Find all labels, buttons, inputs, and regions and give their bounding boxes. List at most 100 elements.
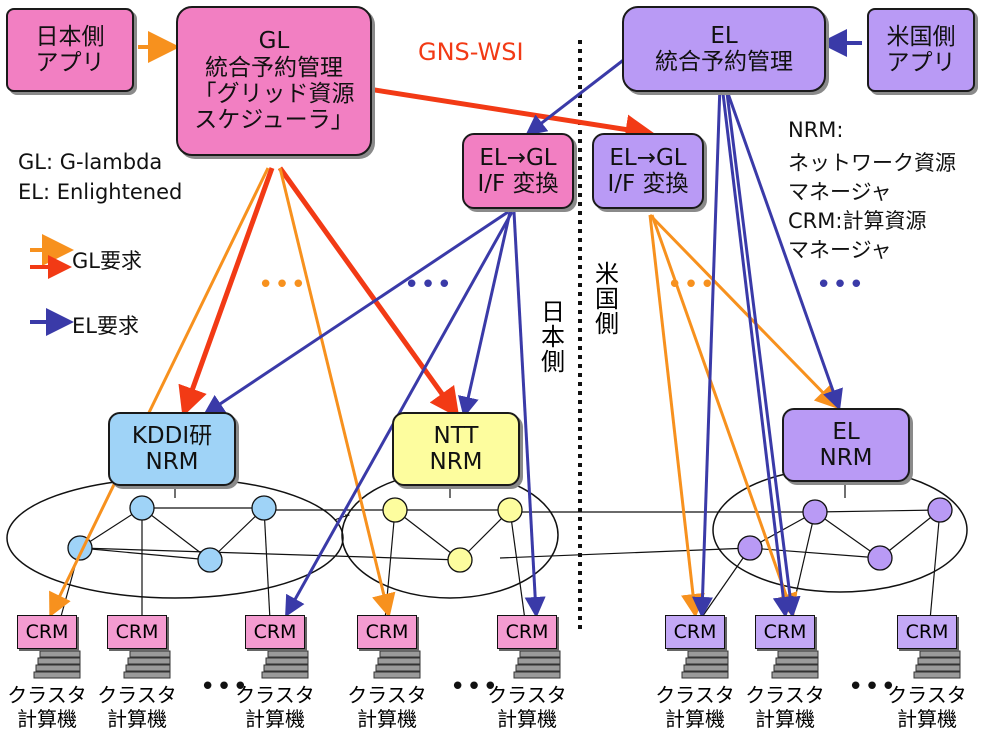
arrow-gl-to-kddi-nrm <box>178 167 275 418</box>
arrow-el-to-left-converter <box>525 53 631 136</box>
arrow-el-to-el-nrm <box>723 84 843 411</box>
left-converter-line2: I/F 変換 <box>477 171 559 197</box>
cluster-label-7: クラスタ計算機 <box>745 683 825 731</box>
note-nrm-line3: マネージャ <box>788 180 892 204</box>
legend-gl-label: GL要求 <box>72 249 142 273</box>
crm-box-1: CRM <box>17 615 77 649</box>
ellipsis-crm-3: ••• <box>848 672 898 702</box>
arrow-gl-to-crm-1 <box>49 167 270 618</box>
el-manager-box: EL 統合予約管理 <box>622 6 826 92</box>
server-icon <box>681 650 729 679</box>
inter-network-link-3 <box>79 547 461 561</box>
server-icon <box>33 650 81 679</box>
arrow-el-to-crm-7 <box>720 84 794 618</box>
network-nodes <box>67 495 953 573</box>
crm-box-5: CRM <box>497 615 557 649</box>
node-ntt-1 <box>382 497 408 523</box>
cluster-label-1: クラスタ計算機 <box>7 683 87 731</box>
kddi-nrm-line2: NRM <box>145 449 199 475</box>
ntt-nrm-line2: NRM <box>429 449 483 475</box>
gl-manager-line1: GL <box>258 28 290 55</box>
legend-el-label: EL要求 <box>72 314 139 338</box>
el-nrm-box: EL NRM <box>782 408 910 482</box>
node-el-1 <box>802 499 828 525</box>
crm-box-7: CRM <box>755 615 815 649</box>
arrow-el-to-crm-6 <box>692 84 722 618</box>
ellipsis-orange-left: ••• <box>258 270 308 300</box>
right-converter-box: EL→GL I/F 変換 <box>592 133 704 209</box>
node-kddi-1 <box>129 495 155 521</box>
note-nrm-line1: NRM: <box>788 118 844 142</box>
cluster-label-5: クラスタ計算機 <box>487 683 567 731</box>
server-icon <box>373 650 421 679</box>
server-icon <box>513 650 561 679</box>
node-el-2 <box>927 497 953 523</box>
right-converter-line2: I/F 変換 <box>607 171 689 197</box>
note-crm-line2: マネージャ <box>788 238 892 262</box>
arrow-gns-wsi <box>361 85 656 145</box>
ellipsis-blue-right: ••• <box>816 270 866 300</box>
ellipsis-blue-left: ••• <box>404 270 454 300</box>
node-ntt-3 <box>447 547 473 573</box>
gns-wsi-label: GNS-WSI <box>418 38 524 66</box>
server-icon <box>261 650 309 679</box>
arrow-gl-to-crm-4 <box>278 167 396 618</box>
inter-network-link-4 <box>499 547 751 559</box>
arrow-conv-to-crm-5 <box>512 211 546 618</box>
el-manager-line1: EL <box>710 22 738 49</box>
kddi-nrm-line1: KDDI研 <box>131 422 213 449</box>
gl-manager-box: GL 統合予約管理 「グリッド資源 スケジューラ」 <box>176 6 372 156</box>
server-icon <box>123 650 171 679</box>
cluster-label-8: クラスタ計算機 <box>887 683 967 731</box>
gl-manager-line4: スケジューラ」 <box>194 107 354 134</box>
arrow-rconv-to-el-nrm <box>648 213 840 410</box>
arrow-rconv-to-crm-7 <box>650 214 798 618</box>
us-side-label: 米国側 <box>595 260 619 339</box>
crm-box-4: CRM <box>357 615 417 649</box>
japan-side-label: 日本側 <box>541 298 565 377</box>
node-kddi-4 <box>197 547 223 573</box>
arrow-conv-to-ntt-nrm <box>458 211 512 418</box>
note-nrm-line2: ネットワーク資源 <box>788 151 956 175</box>
abbrev-el: EL: Enlightened <box>18 180 183 204</box>
cluster-label-2: クラスタ計算機 <box>97 683 177 731</box>
ntt-nrm-line1: NTT <box>433 422 479 449</box>
arrow-conv-to-kddi-nrm <box>203 210 509 416</box>
crm-box-8: CRM <box>897 615 957 649</box>
japan-app-label: 日本側 アプリ <box>35 23 105 76</box>
ntt-nrm-box: NTT NRM <box>392 412 520 486</box>
ellipsis-orange-right: ••• <box>667 270 717 300</box>
arrow-rconv-to-crm-6 <box>648 214 705 618</box>
ellipsis-crm-1: ••• <box>200 672 250 702</box>
us-app-label: 米国側 アプリ <box>886 23 956 76</box>
cluster-label-6: クラスタ計算機 <box>655 683 735 731</box>
el-nrm-line1: EL <box>832 418 860 445</box>
cluster-label-4: クラスタ計算機 <box>347 683 427 731</box>
server-icon <box>771 650 819 679</box>
note-crm-line1: CRM:計算資源 <box>788 209 927 233</box>
el-manager-line2: 統合予約管理 <box>655 49 793 75</box>
us-app-box: 米国側 アプリ <box>867 8 975 92</box>
arrow-el-to-crm-7b <box>724 84 801 618</box>
node-el-3 <box>737 535 763 561</box>
arrow-gl-to-ntt-nrm <box>277 166 460 419</box>
gl-manager-line2: 統合予約管理 <box>205 54 343 81</box>
cluster-label-3: クラスタ計算機 <box>235 683 315 731</box>
node-ntt-2 <box>497 497 523 523</box>
network-links <box>59 478 941 621</box>
ellipsis-crm-2: ••• <box>450 672 500 702</box>
el-nrm-line2: NRM <box>819 445 873 471</box>
node-kddi-2 <box>251 495 277 521</box>
gl-manager-line3: 「グリッド資源 <box>193 81 355 107</box>
right-converter-line1: EL→GL <box>609 144 687 171</box>
crm-box-3: CRM <box>245 615 305 649</box>
crm-box-6: CRM <box>665 615 725 649</box>
kddi-nrm-box: KDDI研 NRM <box>108 412 236 486</box>
left-converter-line1: EL→GL <box>479 144 557 171</box>
japan-app-box: 日本側 アプリ <box>6 8 134 92</box>
server-icon <box>913 650 961 679</box>
node-el-4 <box>867 545 893 571</box>
left-converter-box: EL→GL I/F 変換 <box>462 133 574 209</box>
